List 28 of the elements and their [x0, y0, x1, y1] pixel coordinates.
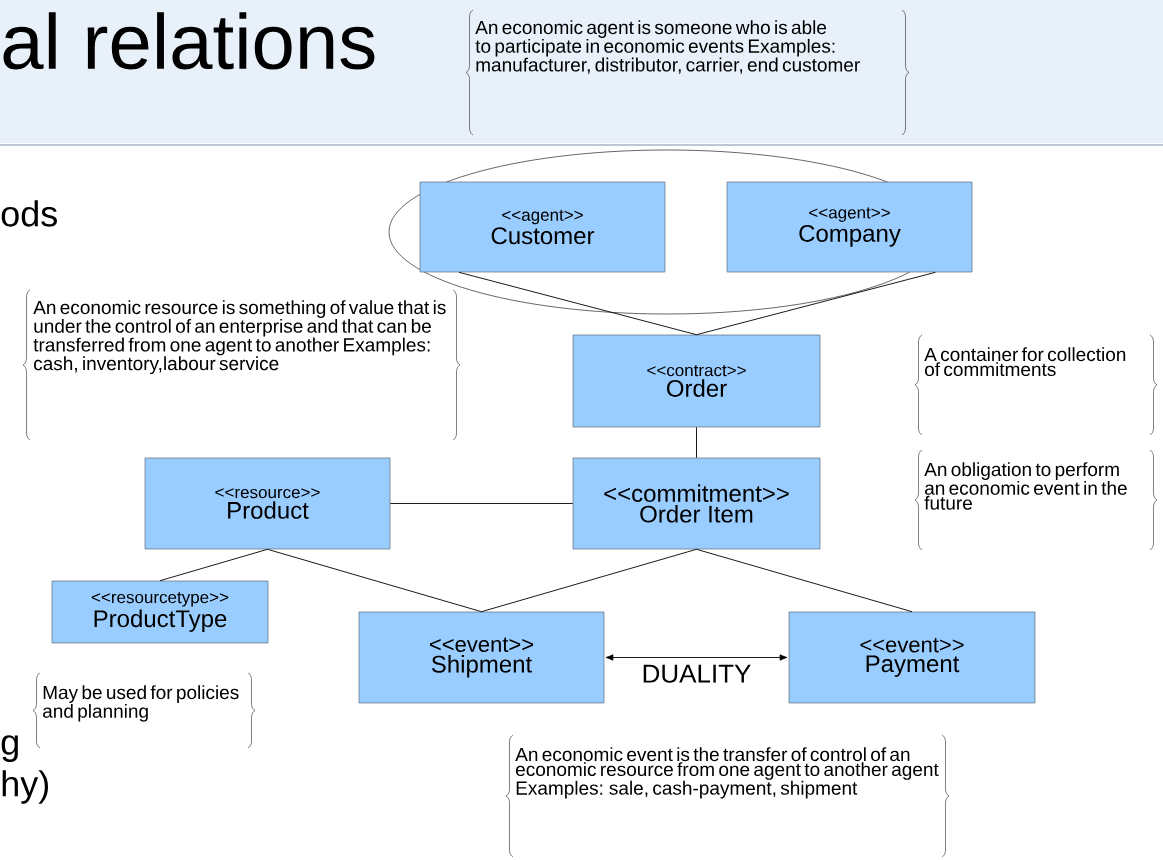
connector-line [696, 548, 913, 613]
connector-line [696, 271, 936, 336]
class-box: <<contract>> Order [572, 334, 821, 428]
class-box: <<commitment>> Order Item [572, 457, 821, 550]
connector-line [389, 503, 574, 504]
class-box: <<event>> Shipment [358, 611, 605, 704]
edge-label: DUALITY [640, 663, 753, 684]
class-box: <<resourcetype>> ProductType [51, 580, 269, 644]
note-text: A container for collection of commitments [924, 347, 1126, 377]
slide-title: al relations [3, 12, 375, 70]
note-text: An economic resource is something of value that is under the control of an enterprise and that can be transferred from one agent to another Examples: cash, inventory,labour service [33, 300, 446, 375]
connector-line [481, 548, 697, 613]
class-box: <<agent>> Customer [419, 181, 666, 273]
note-text: May be used for policies and planning [43, 685, 239, 722]
arrow [605, 654, 788, 661]
slide-text: hy) [2, 770, 48, 804]
connector-line [696, 426, 697, 459]
slide-text: g [1, 735, 18, 762]
note-text: An economic agent is someone who is able to participate in economic events Examples: manufacturer, distributor, carrier, end customer [475, 20, 860, 74]
connector-line [458, 271, 697, 336]
connector-line [267, 548, 482, 613]
note-text: An economic event is the transfer of control of an economic resource from one agent to another agent Examples: sale, cash-payment, shipment [515, 747, 939, 799]
class-box: <<agent>> Company [726, 181, 973, 273]
class-box: <<event>> Payment [788, 611, 1036, 704]
slide-text: ods [1, 200, 57, 227]
note-text: An obligation to perform an economic event in the future [924, 462, 1127, 510]
class-box: <<resource>> Product [144, 457, 391, 550]
connector-line [159, 548, 268, 582]
